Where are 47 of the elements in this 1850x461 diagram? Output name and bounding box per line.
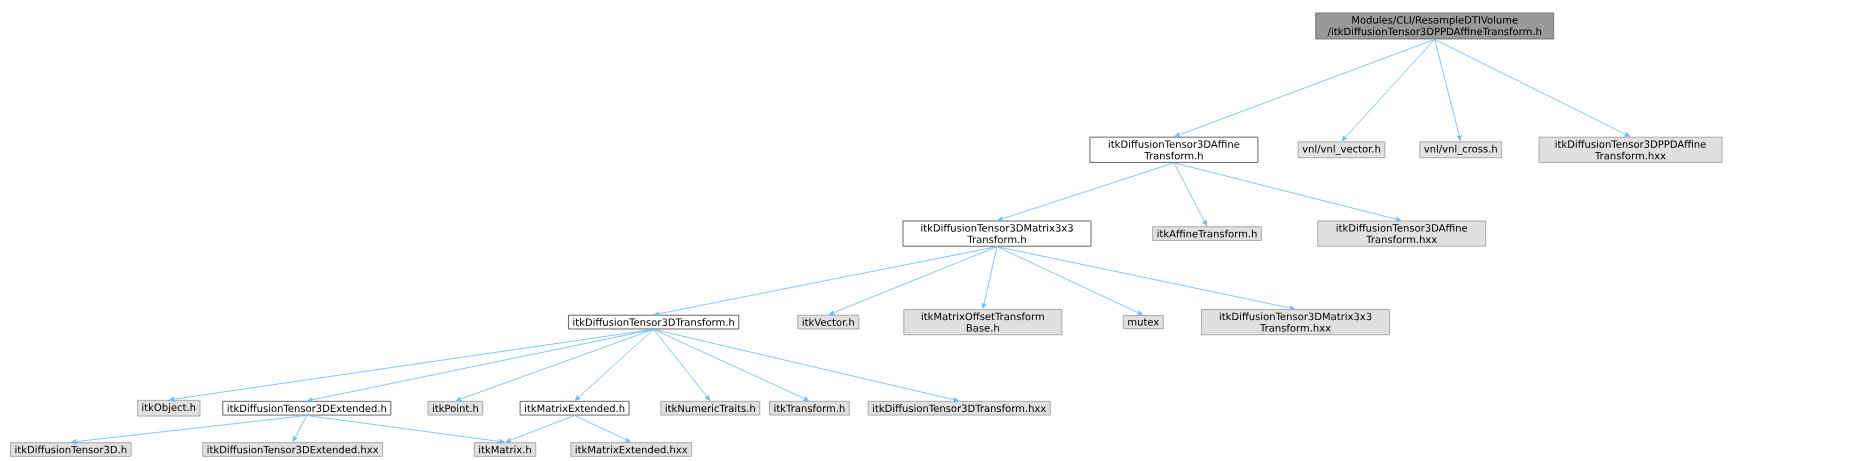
file-box: itkMatrixExtended.hxx [570, 442, 692, 457]
arrow [997, 162, 1175, 222]
arrow [455, 328, 654, 402]
arrow [1434, 39, 1630, 137]
arrow [1434, 39, 1462, 141]
file-box: itkDiffusionTensor3DExtended.h [222, 400, 392, 416]
arrow [653, 328, 959, 402]
file-box: itkPoint.h [427, 400, 484, 416]
file-box: itkMatrixExtended.h [519, 400, 630, 416]
file-box: itkMatrixOffsetTransform Base.h [903, 309, 1063, 336]
arrow [654, 246, 998, 317]
file-box: itkAffineTransform.h [1152, 226, 1262, 241]
file-box: itkDiffusionTensor3DTransform.h [568, 314, 740, 330]
arrow [71, 415, 308, 445]
file-box: mutex [1122, 315, 1164, 330]
arrow [653, 328, 809, 401]
arrow [574, 415, 631, 443]
file-box: itkMatrix.h [473, 442, 537, 457]
file-box: itkDiffusionTensor3DAffine Transform.h [1089, 136, 1259, 163]
arrow [1341, 39, 1436, 142]
arrow [306, 415, 505, 444]
arrow [981, 246, 998, 309]
file-box: itkTransform.h [769, 400, 850, 416]
arrow [828, 246, 998, 315]
arrow [1173, 162, 1207, 226]
file-box: vnl/vnl_cross.h [1419, 141, 1503, 159]
file-box: vnl/vnl_vector.h [1297, 141, 1386, 159]
file-box: Modules/CLI/ResampleDTIVolume /itkDiffusionTensor3DPPDAffineTransform.h [1315, 12, 1555, 40]
file-box: itkDiffusionTensor3DTransform.hxx [867, 400, 1051, 416]
arrow [653, 328, 711, 401]
file-box: itkDiffusionTensor3D.h [10, 442, 132, 457]
arrow [292, 415, 308, 442]
arrow [996, 246, 1143, 316]
arrow [307, 328, 654, 403]
file-box: itkDiffusionTensor3DPPDAffine Transform.hxx [1538, 136, 1723, 163]
arrow [505, 415, 575, 443]
arrow [1173, 162, 1402, 222]
arrow [574, 328, 654, 401]
file-box: itkNumericTraits.h [660, 400, 761, 416]
arrow [1174, 39, 1436, 138]
file-box: itkObject.h [137, 399, 201, 417]
file-box: itkDiffusionTensor3DMatrix3x3 Transform.h [902, 220, 1092, 247]
arrow [996, 246, 1295, 311]
file-box: itkVector.h [797, 314, 860, 330]
file-box: itkDiffusionTensor3DMatrix3x3 Transform.hxx [1201, 309, 1390, 336]
file-box: itkDiffusionTensor3DAffine Transform.hxx [1317, 220, 1487, 247]
file-box: itkDiffusionTensor3DExtended.hxx [202, 442, 383, 457]
